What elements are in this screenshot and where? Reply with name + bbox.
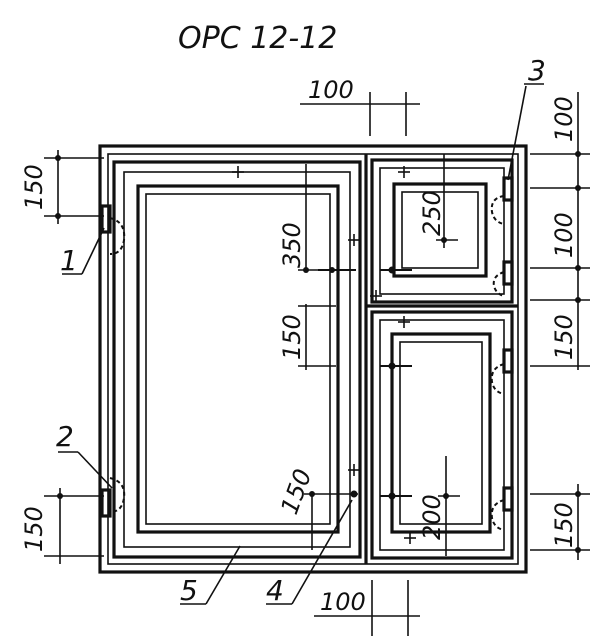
dim-top-100-label: 100 [308,76,354,104]
callout-2-label: 2 [56,420,74,453]
dim-inner-350-label: 350 [278,222,306,268]
dim-bottom-100: 100 [314,580,420,636]
dim-inner-200 [438,456,460,556]
dim-left-150-bottom [44,488,104,564]
hinge-left-bottom [100,477,126,518]
callout-4: 4 [266,499,353,607]
dim-right-150-mid-label: 150 [550,314,578,360]
lower-right-sash-mid [379,319,505,551]
hinge-right-lower-top [490,348,514,395]
dim-right-chain [530,92,590,560]
dim-inner-200-label: 200 [418,494,446,540]
vent-glass-inner [401,191,479,269]
outer-frame [98,144,528,574]
vent-sash-mid [379,167,505,295]
callout-1-label: 1 [60,244,78,277]
glass-edge-ticks [318,266,412,500]
callout-2: 2 [56,420,113,489]
callout-3-label: 3 [528,54,546,87]
lower-right-sash-outer [370,310,514,560]
left-sash-outer [112,160,362,559]
dim-inner-150-low-label: 150 [275,465,317,518]
dim-left-150-top [44,150,104,224]
dim-left-150-bottom-label: 150 [20,506,48,552]
dim-top-100: 100 [300,76,420,136]
callout-4-label: 4 [266,574,284,607]
dim-inner-150-mid-label: 150 [278,314,306,360]
callout-5-label: 5 [180,574,198,607]
vent-glass [392,182,488,278]
dim-inner-250 [436,154,458,248]
callout-1: 1 [60,227,105,277]
dim-inner-350 [298,164,356,273]
dim-right-150-bottom-label: 150 [550,502,578,548]
left-sash-glass [136,184,340,534]
hinge-right-vent-top [490,176,514,225]
callout-5: 5 [180,545,241,607]
dim-inner-150-low [304,491,358,550]
lower-right-glass [390,332,492,534]
left-sash-mid [123,171,351,548]
dim-bottom-100-label: 100 [320,588,366,616]
dim-left-150-top-label: 150 [20,164,48,210]
fastener-marks [232,166,416,544]
outer-frame-inner-line [107,153,519,565]
hinge-right-lower-bottom [490,486,514,531]
dim-right-100-top-label: 100 [550,96,578,142]
hinge-right-vent-bottom [492,260,514,297]
lower-right-glass-inner [399,341,483,525]
hinge-left-top [100,204,126,255]
dim-right-100-mid-label: 100 [550,212,578,258]
dim-inner-250-label: 250 [418,190,446,236]
vent-sash-outer [370,158,514,304]
dim-inner-150-mid [298,304,336,370]
left-sash-glass-inner [145,193,331,525]
callout-3: 3 [507,54,546,181]
drawing-title: ОРС 12-12 [178,21,337,56]
